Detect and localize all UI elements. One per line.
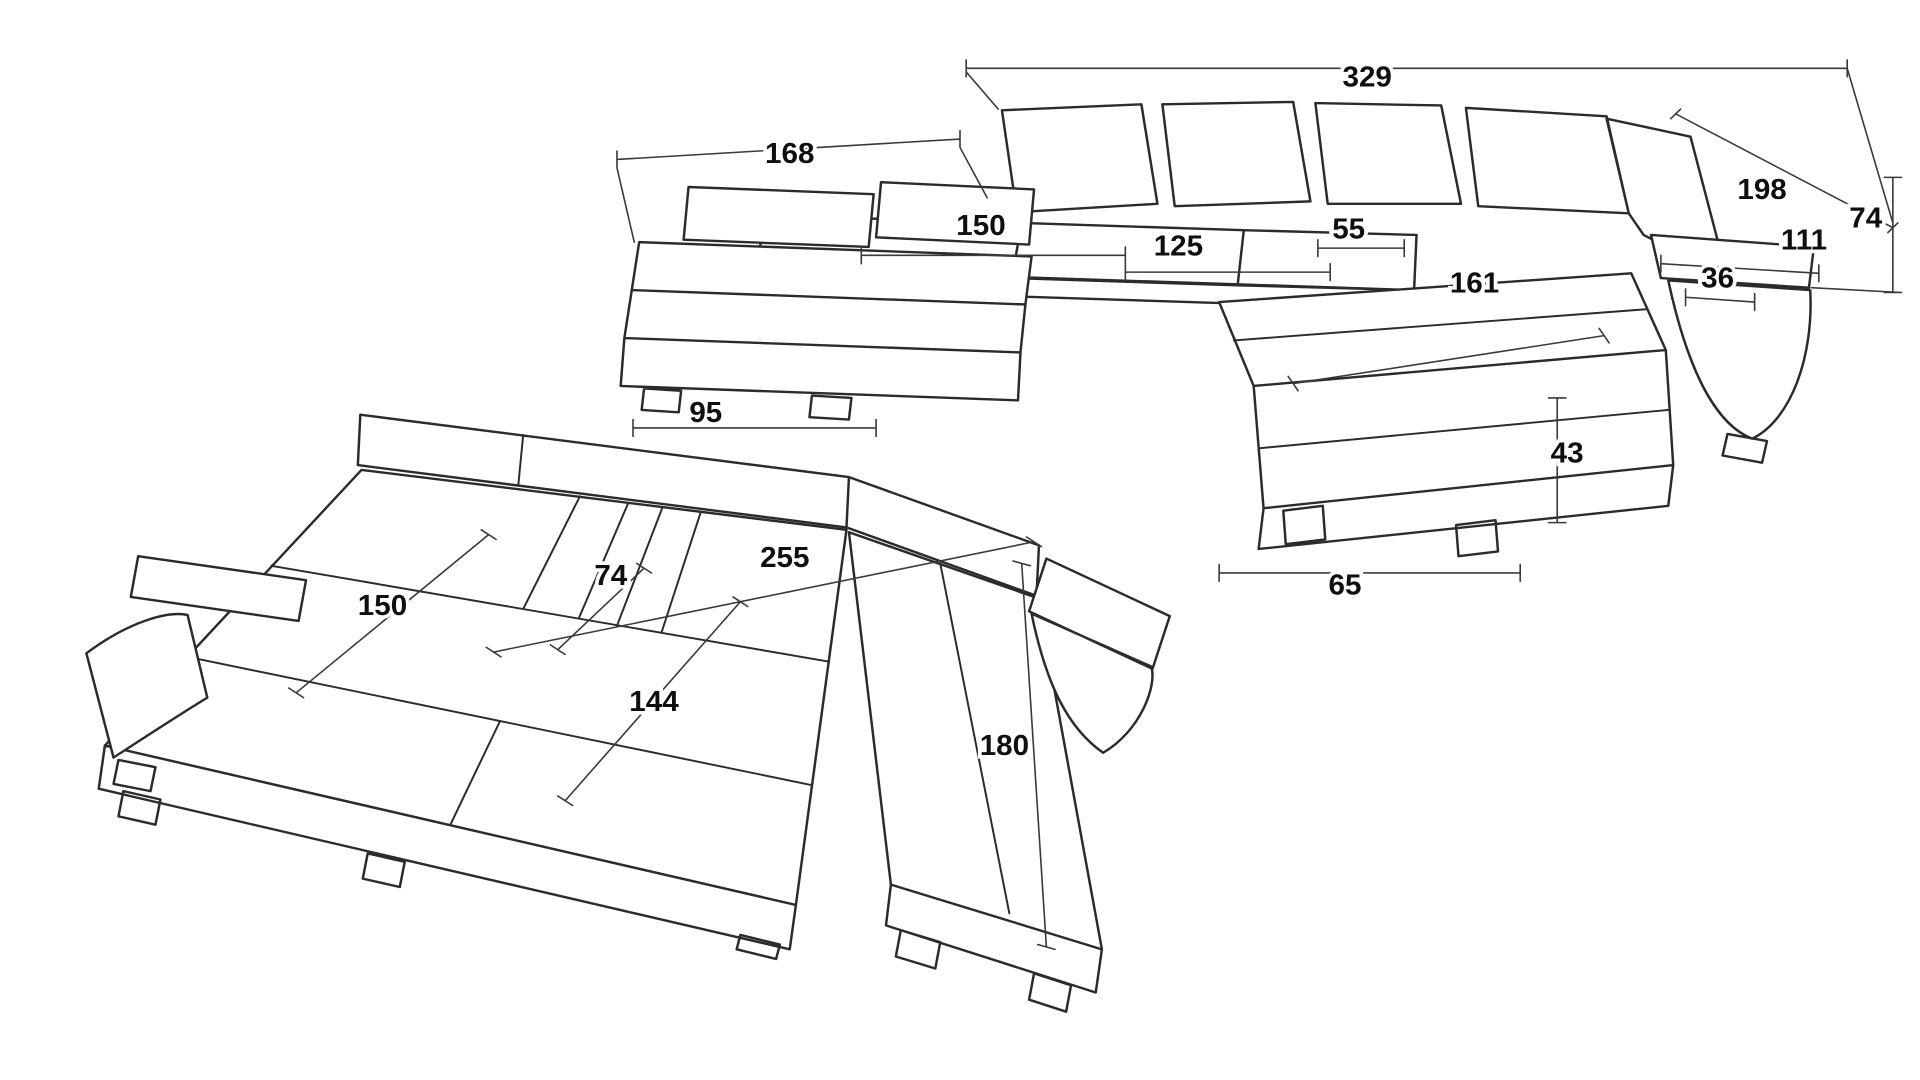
- dim-seat-middle-label: 125: [1154, 231, 1203, 263]
- sofa-bed-view: 150 74 255 144 180: [85, 413, 1172, 1013]
- dim-seat-left-label: 150: [956, 210, 1005, 242]
- right-chaise: [1217, 272, 1675, 558]
- dim-right-chaise-label: 161: [1450, 268, 1499, 300]
- bed-surface-fold-lines: [186, 495, 831, 826]
- upholstery-seam-lines: [1232, 308, 1670, 450]
- dimension-lines: [616, 59, 1903, 583]
- dim-bed-chaise-length-label: 180: [980, 731, 1029, 763]
- dim-bed-seat-width-label: 150: [358, 590, 407, 622]
- dim-bed-fold-section-label: 74: [594, 560, 628, 592]
- dim-seat-small-label: 55: [1332, 214, 1365, 246]
- dim-left-chaise-length-label: 168: [765, 138, 814, 170]
- dim-total-width-label: 329: [1342, 62, 1391, 94]
- bed-chaise-seam: [939, 562, 1011, 915]
- dim-right-base-width-label: 65: [1329, 570, 1362, 602]
- left-chaise: [619, 180, 1036, 421]
- dim-bed-length-label: 255: [760, 542, 809, 574]
- dim-base-height-label: 43: [1551, 438, 1584, 470]
- bed-left-armrest: [85, 554, 308, 793]
- dim-armrest-length-label: 111: [1781, 225, 1827, 257]
- dim-armrest-width-label: 36: [1701, 263, 1734, 295]
- dim-left-base-depth-label: 95: [689, 397, 722, 429]
- bed-backrest-seam: [517, 434, 525, 487]
- back-cushions: [1000, 100, 1729, 280]
- dim-right-depth-label: 198: [1737, 174, 1786, 206]
- bed-chaise: [847, 531, 1104, 1013]
- dim-bed-width-label: 144: [629, 686, 679, 718]
- bed-dimension-lines: [287, 529, 1056, 951]
- dim-overall-height-label: 74: [1849, 203, 1883, 235]
- right-armrest: [1649, 233, 1816, 464]
- bed-front-base: [97, 744, 798, 961]
- bed-right-armrest: [1027, 557, 1172, 754]
- assembled-sofa-view: 329 168 198 74 111 36 150 125 55 161 95 …: [616, 58, 1903, 605]
